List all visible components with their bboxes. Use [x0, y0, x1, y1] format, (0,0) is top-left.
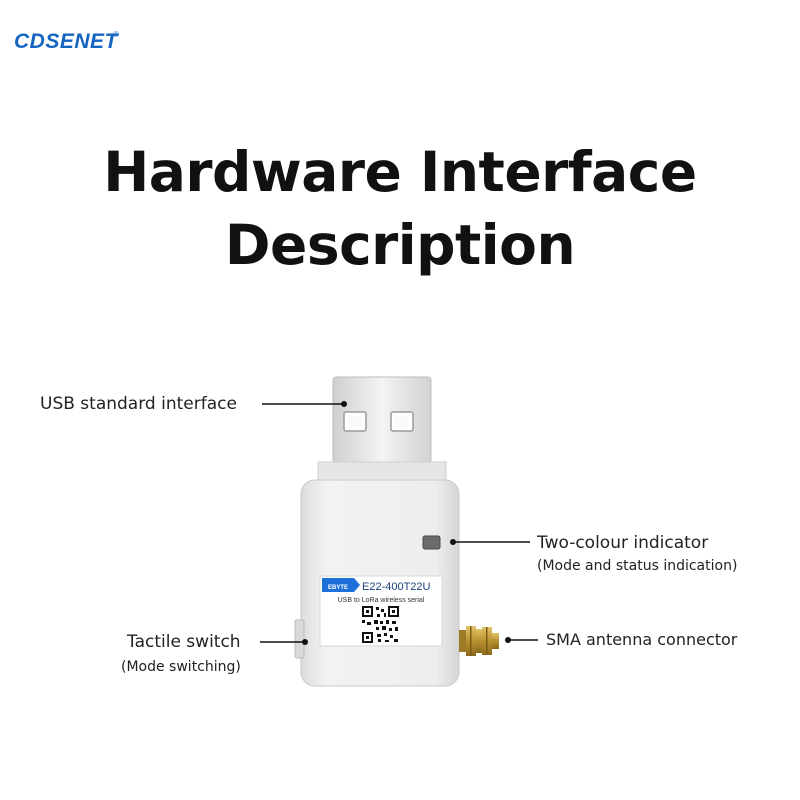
usb-leader-dot	[341, 401, 347, 407]
page-title-line-1: Hardware Interface	[103, 140, 697, 204]
switch-sublabel: (Mode switching)	[121, 659, 241, 675]
indicator-sublabel: (Mode and status indication)	[537, 558, 738, 574]
led-indicator	[422, 535, 441, 550]
qr-code-icon	[362, 606, 399, 643]
model-number: E22-400T22U	[362, 581, 431, 593]
antenna-leader-dot	[505, 637, 511, 643]
product-label: EBYTE E22-400T22U USB to LoRa wireless s…	[319, 575, 443, 647]
brand-logo: CDSENET	[14, 30, 118, 53]
ebyte-mini-logo: EBYTE	[328, 585, 348, 591]
antenna-label: SMA antenna connector	[546, 630, 738, 649]
usb-plug	[332, 376, 432, 466]
switch-label: Tactile switch	[127, 632, 241, 652]
registered-mark: ®	[113, 30, 119, 39]
tactile-switch	[294, 619, 305, 659]
indicator-leader-dot	[450, 539, 456, 545]
page-title-line-2: Description	[224, 213, 576, 277]
indicator-label: Two-colour indicator	[537, 533, 709, 553]
device-description: USB to LoRa wireless serial	[338, 597, 425, 604]
sma-connector-icon	[459, 626, 499, 656]
usb-interface-label: USB standard interface	[40, 394, 237, 414]
switch-leader-dot	[302, 639, 308, 645]
